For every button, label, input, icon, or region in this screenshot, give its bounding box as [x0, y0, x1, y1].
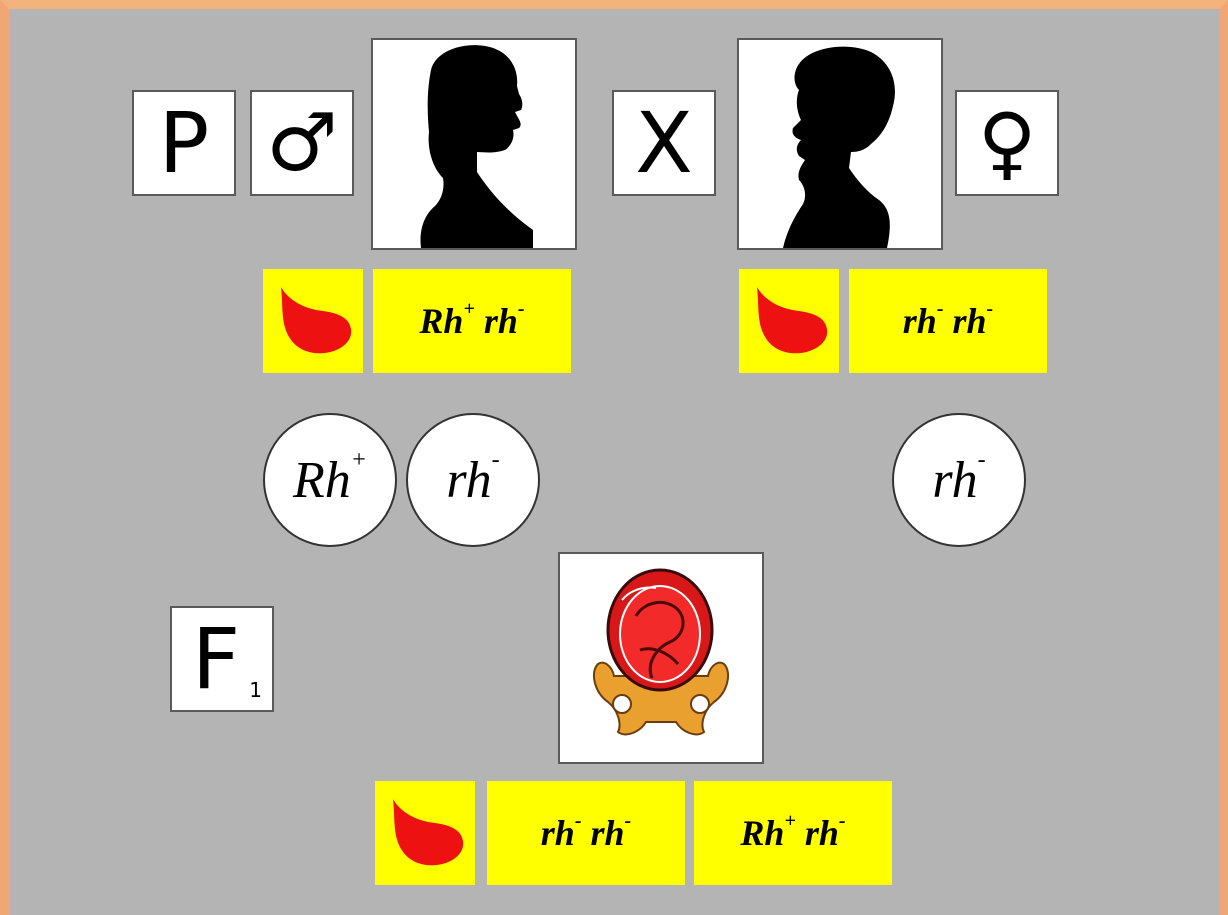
female-silhouette-icon: [783, 46, 895, 248]
blood-drop-icon: [757, 287, 828, 354]
male-symbol-icon: ♂: [266, 96, 338, 189]
blood-drop-icon: [281, 287, 352, 354]
generation-subscript: 1: [249, 678, 262, 702]
cross-symbol-box: X: [612, 90, 716, 196]
father-blood-box: [263, 269, 363, 373]
fetus-image: [558, 552, 764, 764]
mother-genotype: rh- rh-: [902, 298, 994, 341]
offspring-blood-box: [375, 781, 475, 885]
gamete-text: rh-: [446, 446, 500, 509]
male-symbol-box: ♂: [250, 90, 354, 196]
gamete-text: Rh+: [293, 446, 367, 509]
father-genotype-box: Rh+ rh-: [373, 269, 571, 373]
mother-portrait: [737, 38, 943, 250]
generation-f-text: F: [191, 610, 241, 708]
offspring-genotype-1-box: rh- rh-: [487, 781, 685, 885]
father-gamete-1: Rh+: [263, 413, 397, 547]
father-portrait: [371, 38, 577, 250]
offspring-genotype-2: Rh+ rh-: [740, 810, 846, 853]
mother-gamete-1: rh-: [892, 413, 1026, 547]
cross-symbol-text: X: [635, 94, 693, 192]
generation-p-text: P: [158, 94, 210, 192]
gamete-text: rh-: [932, 446, 986, 509]
generation-p-label: P: [132, 90, 236, 196]
blood-drop-icon: [393, 799, 464, 866]
mother-blood-box: [739, 269, 839, 373]
offspring-genotype-1: rh- rh-: [540, 810, 632, 853]
fetus-in-uterus-icon: [592, 568, 730, 736]
female-symbol-icon: ♀: [977, 96, 1037, 189]
father-genotype: Rh+ rh-: [419, 298, 525, 341]
male-silhouette-icon: [420, 45, 533, 248]
mother-genotype-box: rh- rh-: [849, 269, 1047, 373]
generation-f1-label: F 1: [170, 606, 274, 712]
father-gamete-2: rh-: [406, 413, 540, 547]
female-symbol-box: ♀: [955, 90, 1059, 196]
offspring-genotype-2-box: Rh+ rh-: [694, 781, 892, 885]
